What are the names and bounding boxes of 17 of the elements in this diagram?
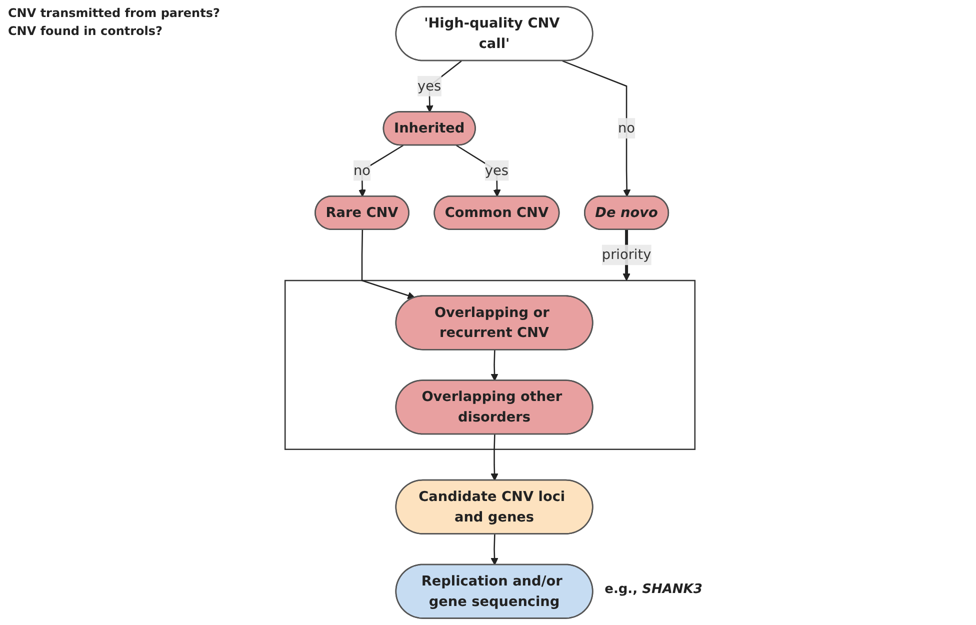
arrow <box>490 434 498 481</box>
question-label: CNV found in controls? <box>8 24 164 38</box>
arrow <box>456 144 501 197</box>
question-label: CNV transmitted from parents? <box>8 6 220 20</box>
edge-label: yes <box>484 162 508 178</box>
edge-label: priority <box>602 246 652 263</box>
arrow <box>361 230 416 300</box>
edge-label: no <box>354 162 370 178</box>
cluster <box>284 280 696 450</box>
arrow <box>562 60 631 197</box>
edge-label: yes <box>418 78 442 94</box>
arrow <box>358 144 404 197</box>
edge-label: no <box>618 120 636 136</box>
arrow <box>490 350 498 382</box>
arrow <box>426 60 462 112</box>
example-note: e.g., SHANK3 <box>604 582 702 598</box>
arrow <box>490 534 498 566</box>
